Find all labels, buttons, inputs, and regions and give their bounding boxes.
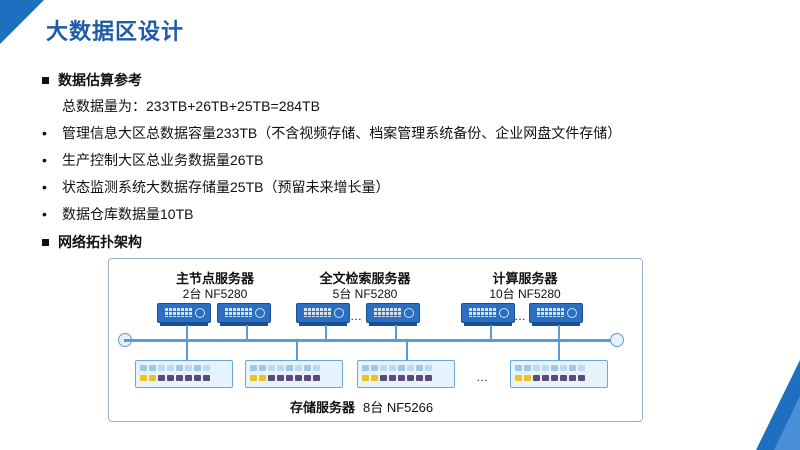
square-bullet-icon	[42, 238, 49, 246]
total-data-line: 总数据量为：233TB+26TB+25TB=284TB	[62, 98, 320, 114]
storage-group-detail: 8台 NF5266	[363, 400, 434, 415]
group-detail-compute: 10台 NF5280	[489, 287, 561, 301]
bullet-item: • 生产控制大区总业务数据量26TB	[42, 150, 263, 170]
section-heading-text: 网络拓扑架构	[58, 234, 142, 250]
more-servers-ellipsis: …	[350, 309, 362, 323]
section-heading-estimate: 数据估算参考	[42, 70, 142, 90]
storage-server-icon	[357, 360, 455, 388]
bullet-dot-icon: •	[42, 206, 47, 222]
bullet-item: • 管理信息大区总数据容量233TB（不含视频存储、档案管理系统备份、企业网盘文件…	[42, 123, 621, 143]
section-heading-topology: 网络拓扑架构	[42, 232, 142, 252]
storage-server-icon	[245, 360, 343, 388]
server-icon	[296, 303, 350, 326]
network-link	[186, 325, 188, 339]
bullet-text: 数据仓库数据量10TB	[62, 206, 194, 222]
more-servers-ellipsis: …	[514, 309, 526, 323]
storage-group-title: 存储服务器	[290, 400, 356, 415]
group-title-compute: 计算服务器	[492, 271, 558, 286]
square-bullet-icon	[42, 76, 49, 84]
bullet-dot-icon: •	[42, 179, 47, 195]
bullet-text: 生产控制大区总业务数据量26TB	[62, 152, 264, 168]
bullet-item: • 数据仓库数据量10TB	[42, 204, 193, 224]
page-title: 大数据区设计	[46, 19, 185, 44]
corner-decoration-bottom-right-inner	[774, 396, 800, 450]
bullet-text: 管理信息大区总数据容量233TB（不含视频存储、档案管理系统备份、企业网盘文件存…	[62, 125, 622, 141]
network-link	[558, 342, 560, 360]
server-icon	[529, 303, 583, 326]
bullet-dot-icon: •	[42, 152, 47, 168]
network-link	[246, 325, 248, 339]
network-link	[490, 325, 492, 339]
group-detail-master: 2台 NF5280	[182, 287, 248, 301]
bus-endpoint	[610, 333, 624, 347]
storage-group-label: 存储服务器 8台 NF5266	[290, 397, 433, 416]
network-link	[186, 342, 188, 360]
storage-server-icon	[510, 360, 608, 388]
network-link	[558, 325, 560, 339]
group-title-master: 主节点服务器	[175, 271, 254, 286]
bullet-item: • 状态监测系统大数据存储量25TB（预留未来增长量）	[42, 177, 389, 197]
network-link	[406, 342, 408, 360]
more-storage-ellipsis: …	[476, 370, 488, 384]
network-link	[296, 342, 298, 360]
network-link	[325, 325, 327, 339]
network-bus-icon	[124, 339, 618, 342]
group-detail-search: 5台 NF5280	[332, 287, 398, 301]
storage-server-icon	[135, 360, 233, 388]
corner-decoration-top-left	[0, 0, 44, 44]
group-title-search: 全文检索服务器	[319, 271, 411, 286]
network-link	[395, 325, 397, 339]
server-icon	[217, 303, 271, 326]
server-icon	[366, 303, 420, 326]
server-icon	[157, 303, 211, 326]
bullet-text: 状态监测系统大数据存储量25TB（预留未来增长量）	[62, 179, 390, 195]
server-icon	[461, 303, 515, 326]
bullet-dot-icon: •	[42, 125, 47, 141]
section-heading-text: 数据估算参考	[58, 72, 142, 88]
